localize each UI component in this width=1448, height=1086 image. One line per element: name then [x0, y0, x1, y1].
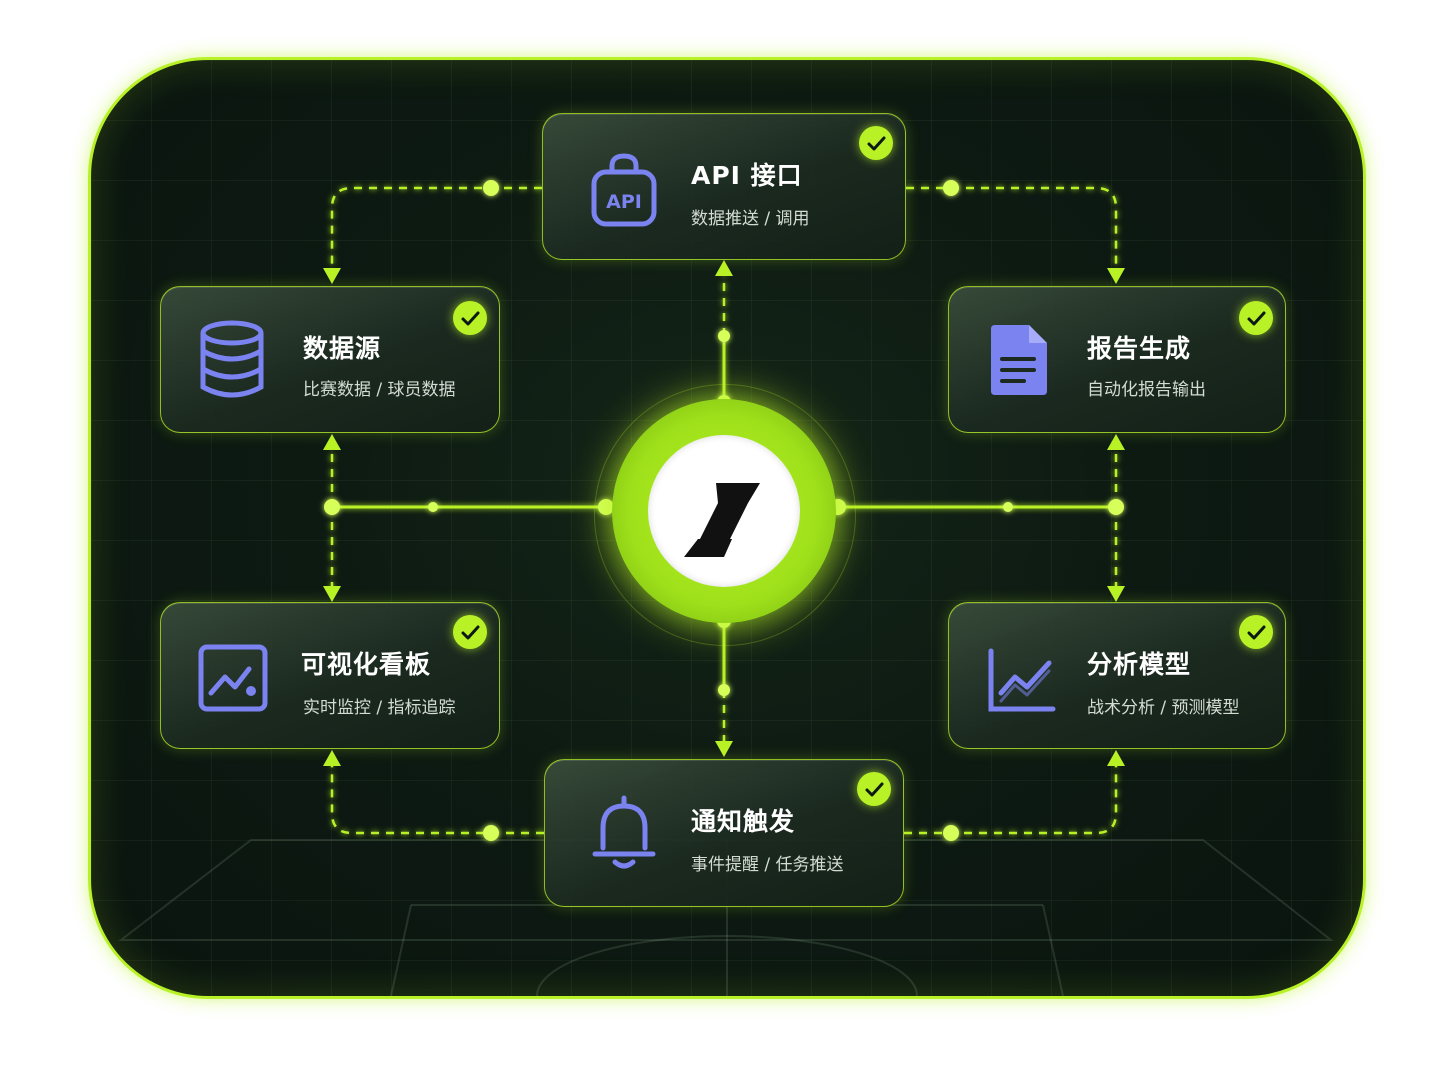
- dot-left-mid: [428, 502, 438, 512]
- check-icon: [857, 772, 891, 806]
- dash-notify-dashboard: [330, 764, 544, 835]
- node-data-source[interactable]: 数据源 比赛数据 / 球员数据: [160, 286, 500, 433]
- node-subtitle: 实时监控 / 指标追踪: [303, 698, 456, 718]
- api-bag-icon: API: [591, 153, 657, 227]
- dot-notify-left: [483, 825, 499, 841]
- node-subtitle: 比赛数据 / 球员数据: [303, 380, 456, 400]
- dot-notify-right: [943, 825, 959, 841]
- document-icon: [991, 325, 1047, 395]
- arrow-up-report: [1107, 434, 1125, 450]
- dot-right-mid: [1003, 502, 1013, 512]
- check-icon: [1239, 615, 1273, 649]
- arrow-up-api: [715, 260, 733, 276]
- dash-api-datasource: [330, 186, 542, 272]
- svg-text:API: API: [606, 191, 642, 213]
- check-icon: [453, 615, 487, 649]
- node-dashboard[interactable]: 可视化看板 实时监控 / 指标追踪: [160, 602, 500, 749]
- chart-board-icon: [198, 644, 268, 712]
- dash-notify-model: [904, 764, 1118, 835]
- node-title: API 接口: [691, 161, 803, 190]
- check-icon: [453, 301, 487, 335]
- arrow-down-datasource: [323, 268, 341, 284]
- arrow-down-model: [1107, 586, 1125, 602]
- hub-logo[interactable]: [648, 435, 800, 587]
- check-icon: [1239, 301, 1273, 335]
- dot-right: [1108, 499, 1124, 515]
- node-title: 通知触发: [691, 807, 796, 836]
- arrow-down-notify: [715, 741, 733, 757]
- node-subtitle: 自动化报告输出: [1087, 380, 1206, 400]
- dot-api-right: [943, 180, 959, 196]
- node-subtitle: 战术分析 / 预测模型: [1087, 698, 1240, 718]
- dash-api-report: [906, 186, 1118, 272]
- dot-bottom-mid: [718, 684, 730, 696]
- arrow-up-dashboard: [323, 750, 341, 766]
- arrowheads: [323, 260, 1125, 766]
- node-title: 数据源: [303, 334, 382, 363]
- dot-left: [324, 499, 340, 515]
- arrow-up-model: [1107, 750, 1125, 766]
- node-api[interactable]: API API 接口 数据推送 / 调用: [542, 113, 906, 260]
- node-title: 分析模型: [1087, 650, 1192, 679]
- node-title: 可视化看板: [301, 650, 432, 679]
- node-title: 报告生成: [1087, 334, 1192, 363]
- arrow-down-report: [1107, 268, 1125, 284]
- check-icon: [859, 126, 893, 160]
- dot-api-left: [483, 180, 499, 196]
- s-logo-icon: [684, 483, 760, 557]
- node-subtitle: 数据推送 / 调用: [691, 209, 810, 229]
- database-icon: [200, 320, 264, 398]
- dot-top-mid: [718, 330, 730, 342]
- node-notify[interactable]: 通知触发 事件提醒 / 任务推送: [544, 759, 904, 907]
- arrow-up-datasource: [323, 434, 341, 450]
- bell-icon: [592, 795, 656, 869]
- node-model[interactable]: 分析模型 战术分析 / 预测模型: [948, 602, 1286, 749]
- node-report[interactable]: 报告生成 自动化报告输出: [948, 286, 1286, 433]
- line-chart-icon: [988, 648, 1056, 712]
- arrow-down-dashboard: [323, 586, 341, 602]
- node-subtitle: 事件提醒 / 任务推送: [691, 855, 844, 875]
